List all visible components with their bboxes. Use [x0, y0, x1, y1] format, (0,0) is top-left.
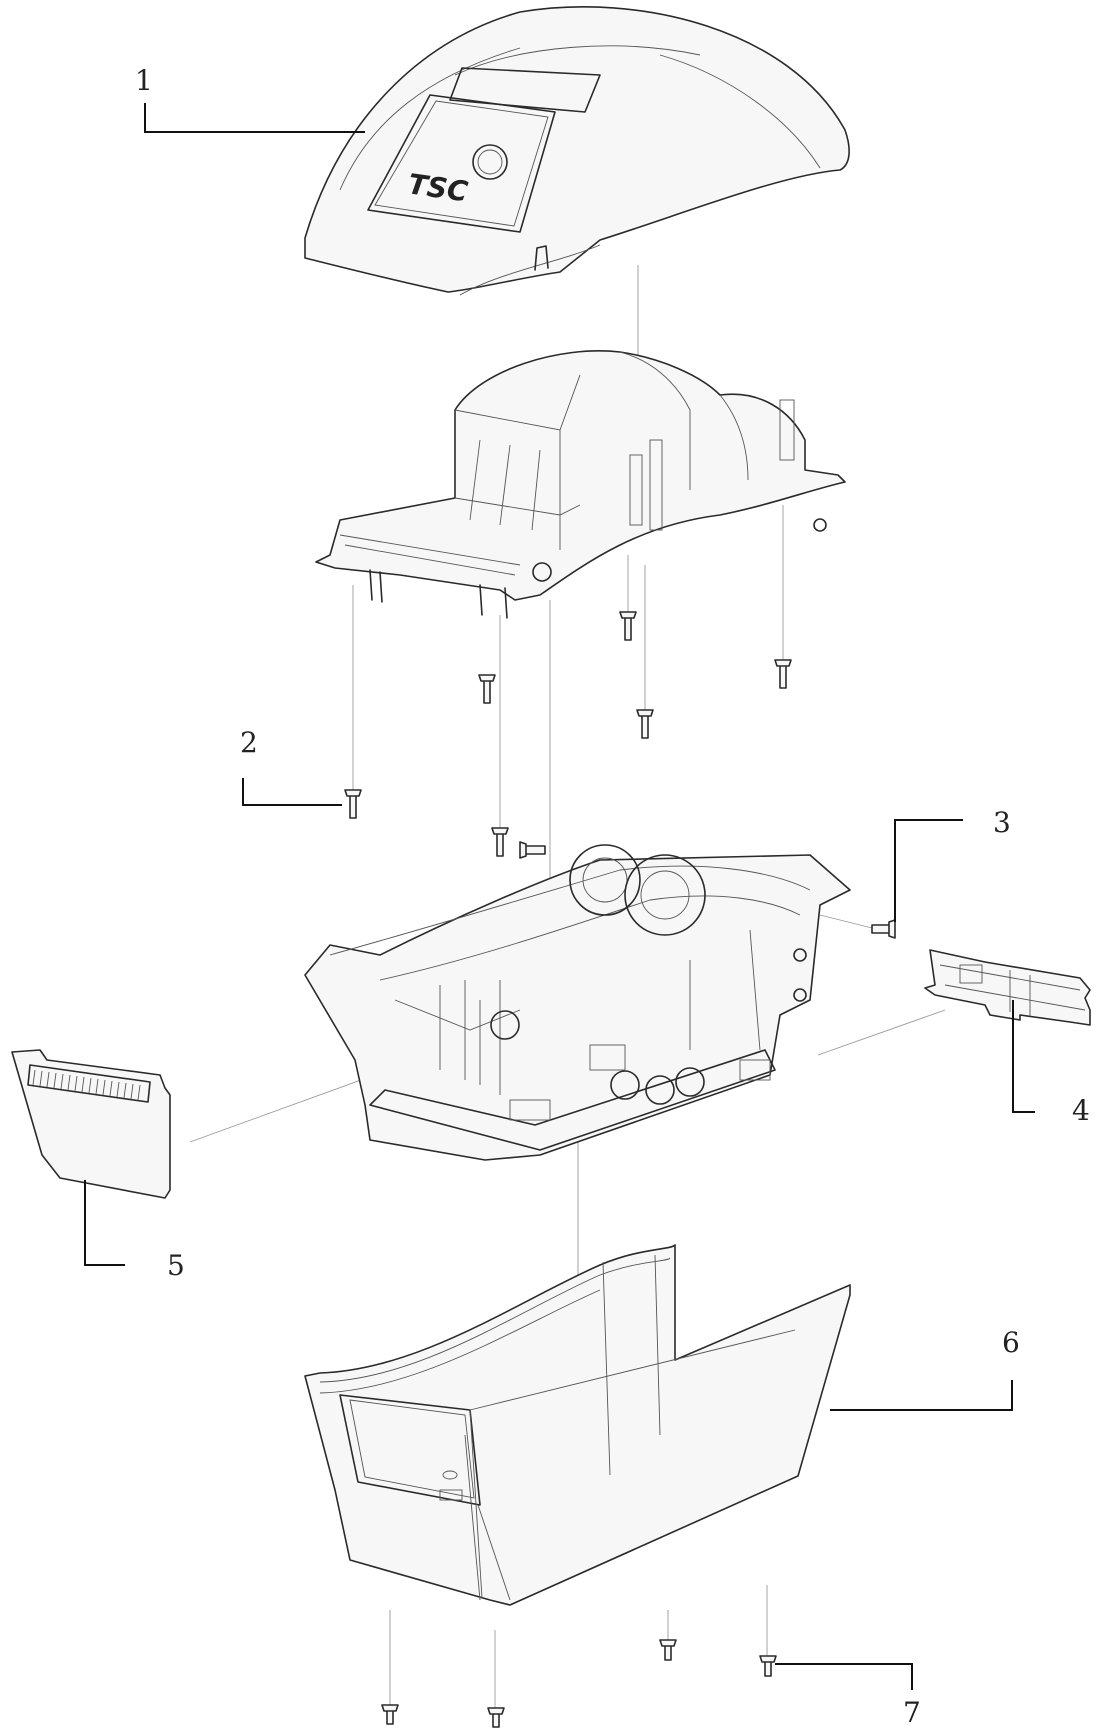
callout-7: 7 — [903, 1696, 921, 1729]
bezel-grille — [32, 1069, 141, 1101]
callout-5: 5 — [167, 1249, 185, 1282]
screws-lower — [381, 1639, 777, 1728]
leader-2 — [242, 778, 342, 806]
leader-1 — [144, 103, 365, 133]
top-cover: TSC — [304, 6, 850, 296]
middle-frame — [315, 350, 846, 619]
base-chassis — [304, 844, 851, 1161]
callout-numbers: 1 2 3 4 5 6 7 — [135, 64, 1090, 1729]
leader-3 — [894, 819, 963, 922]
callout-1: 1 — [135, 64, 153, 97]
screw-3 — [871, 919, 896, 939]
bottom-housing — [304, 1244, 851, 1606]
screws-upper — [344, 611, 792, 859]
leader-lines — [84, 103, 1035, 1690]
leader-6 — [830, 1380, 1013, 1411]
screw-2 — [344, 789, 362, 819]
callout-4: 4 — [1072, 1094, 1090, 1127]
leader-5 — [84, 1180, 125, 1266]
screw-7 — [759, 1655, 777, 1677]
callout-6: 6 — [1002, 1326, 1020, 1359]
callout-2: 2 — [240, 726, 258, 759]
callout-3: 3 — [993, 806, 1011, 839]
leader-7 — [775, 1663, 913, 1690]
sensor-bracket — [924, 949, 1091, 1026]
front-bezel — [11, 1049, 171, 1199]
leader-4 — [1012, 1000, 1035, 1113]
